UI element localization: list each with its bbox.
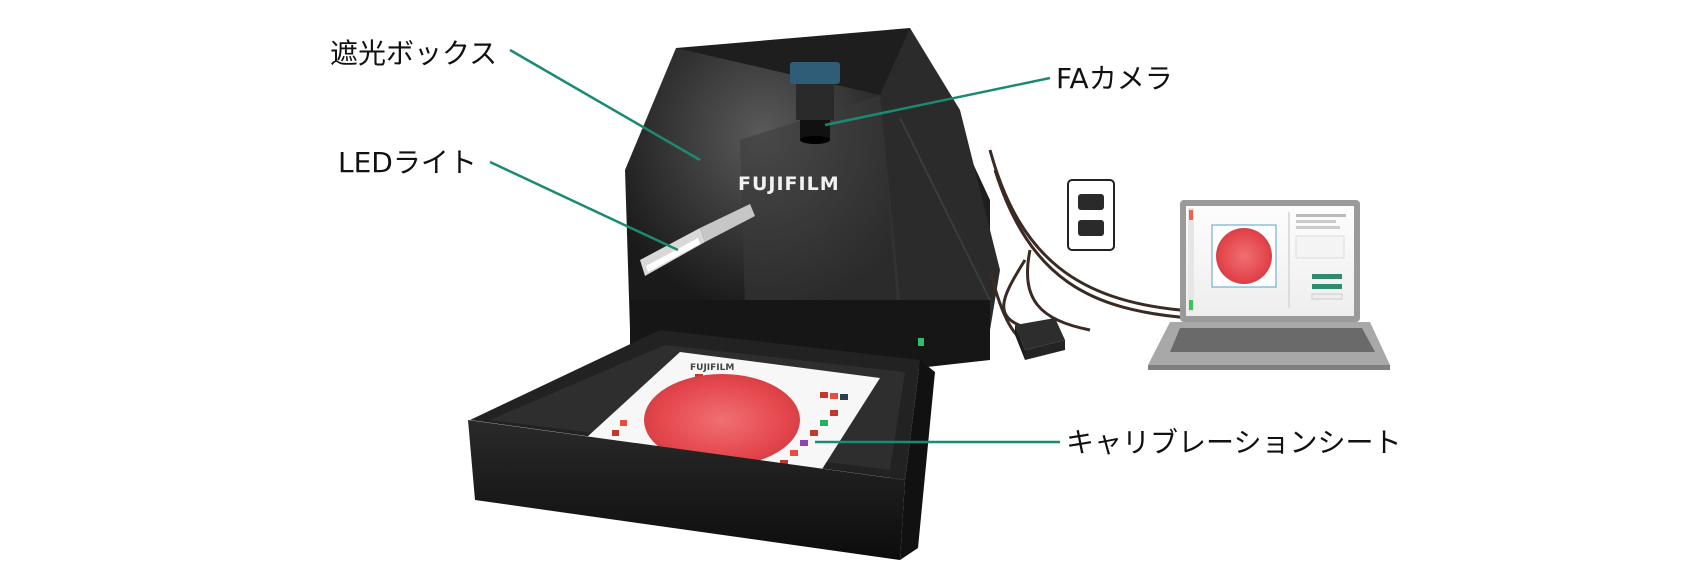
ac-adapter-icon [1015,318,1065,360]
sheet-logo: FUJIFILM [690,363,734,373]
fa-camera-icon [790,62,840,144]
callout-light-shield-box: 遮光ボックス [330,37,497,70]
callout-calibration-sheet: キャリブレーションシート [1066,426,1401,459]
callout-fa-camera: FAカメラ [1056,62,1173,95]
leader-line-fa-camera [824,76,1051,127]
power-outlet-icon [1067,179,1115,251]
drawer: FUJIFILM [468,330,935,560]
laptop-action-button-2 [1312,284,1342,289]
leader-line-led-light [489,160,679,252]
laptop-action-button [1312,274,1342,279]
power-indicator-icon [918,338,924,346]
specimen-dish [644,374,800,466]
brand-logo: FUJIFILM [738,173,840,195]
leader-lines [489,48,1060,444]
leader-line-light-shield-box [509,48,701,162]
cables [988,149,1191,340]
callout-led-light: LEDライト [338,146,477,179]
led-light-icon [640,204,755,276]
laptop-specimen-preview [1216,228,1272,284]
laptop [1148,200,1390,370]
